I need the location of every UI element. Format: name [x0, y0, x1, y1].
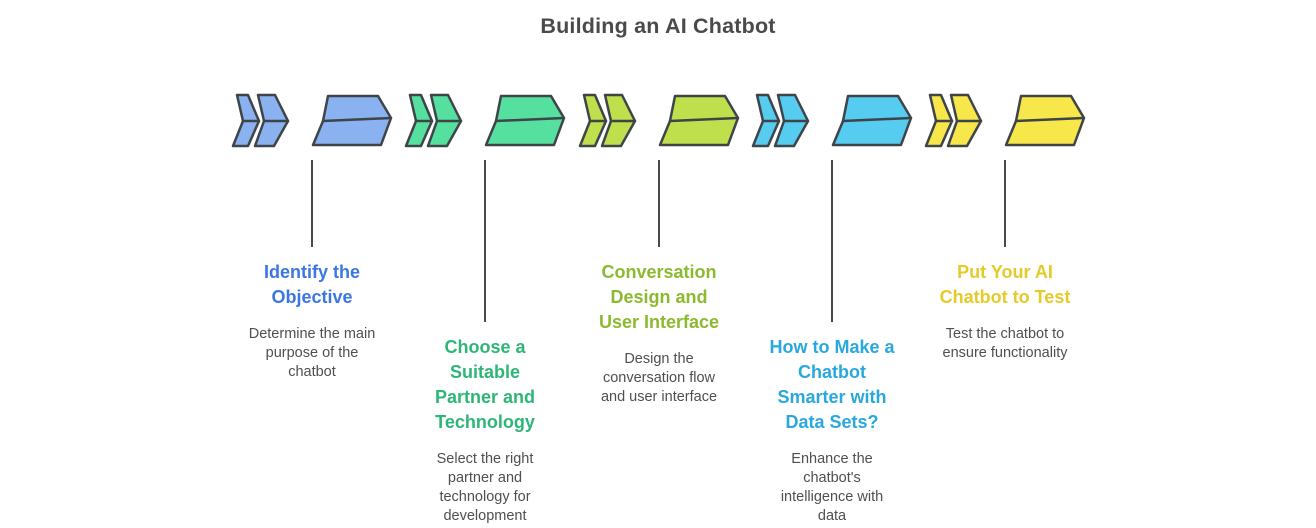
- connector-line: [831, 160, 833, 322]
- stage-description: Design the conversation flow and user in…: [600, 351, 718, 405]
- chevron-arrows-icon: [404, 93, 566, 148]
- chevron-arrows-icon: [751, 93, 913, 148]
- stage-description: Enhance the chatbot's intelligence with …: [780, 451, 884, 524]
- connector-line: [311, 160, 313, 247]
- stage-column-smarter-with-data: How to Make a Chatbot Smarter with Data …: [745, 93, 919, 526]
- stage-heading: Identify the Objective: [263, 262, 360, 307]
- page-title: Building an AI Chatbot: [540, 14, 776, 38]
- stage-column-choose-partner: Choose a Suitable Partner and Technology…: [398, 93, 572, 526]
- chevron-arrows-icon: [231, 93, 393, 148]
- stage-description: Determine the main purpose of the chatbo…: [248, 326, 376, 380]
- chevron-arrows-icon: [924, 93, 1086, 148]
- stage-column-conversation-design: Conversation Design and User Interface D…: [572, 93, 746, 407]
- stage-heading: Conversation Design and User Interface: [598, 262, 720, 332]
- stage-heading: Put Your AI Chatbot to Test: [939, 262, 1071, 307]
- stage-description: Test the chatbot to ensure functionality: [942, 326, 1068, 361]
- stage-column-identify-objective: Identify the Objective Determine the mai…: [225, 93, 399, 382]
- stage-description: Select the right partner and technology …: [436, 451, 534, 524]
- stage-heading: How to Make a Chatbot Smarter with Data …: [769, 337, 895, 432]
- chevron-arrows-icon: [578, 93, 740, 148]
- stage-column-chatbot-test: Put Your AI Chatbot to Test Test the cha…: [918, 93, 1092, 363]
- connector-line: [658, 160, 660, 247]
- stage-heading: Choose a Suitable Partner and Technology: [434, 337, 536, 432]
- connector-line: [484, 160, 486, 322]
- connector-line: [1004, 160, 1006, 247]
